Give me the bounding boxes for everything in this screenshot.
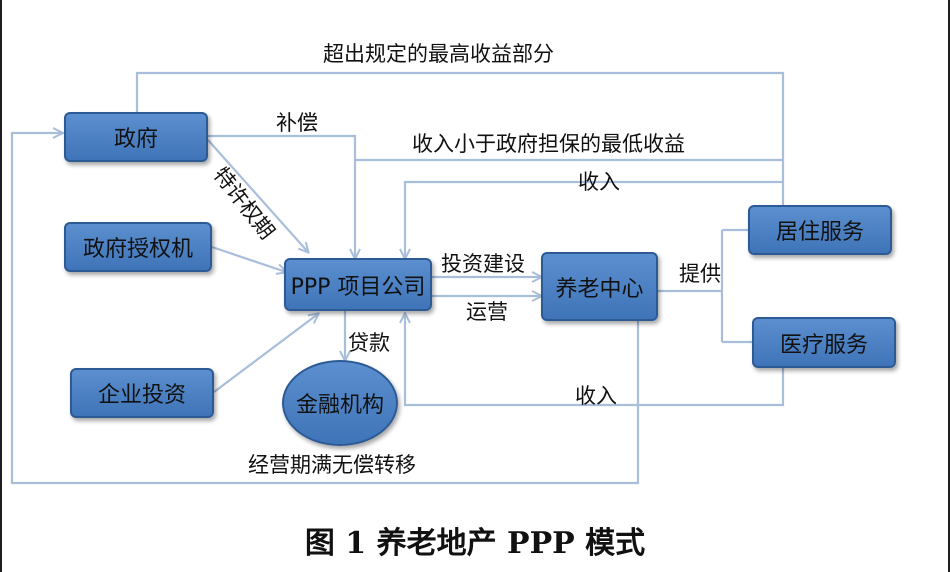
income-top-text: 收入 [578, 170, 620, 194]
income-top-line [405, 180, 783, 258]
government-label: 政府 [113, 127, 158, 152]
residential-node: 居住服务 [748, 205, 892, 255]
below-min-return-text: 收入小于政府担保的最低收益 [412, 132, 685, 156]
transfer-line [10, 133, 640, 485]
ppp-company-node: PPP 项目公司 [284, 258, 432, 311]
government-node: 政府 [64, 112, 208, 162]
loan-text: 贷款 [348, 331, 390, 355]
financial-label: 金融机构 [295, 393, 384, 418]
compensation-line [208, 134, 355, 258]
excess-return-line [135, 71, 785, 205]
medical-label: 医疗服务 [779, 332, 868, 358]
provide-line [658, 228, 752, 344]
gov-authority-node: 政府授权机 [64, 222, 212, 272]
connector-lines [10, 71, 785, 485]
medical-node: 医疗服务 [752, 317, 896, 368]
operate-text: 运营 [466, 300, 508, 324]
transfer-text: 经营期满无偿转移 [248, 453, 416, 477]
gov-authority-label: 政府授权机 [82, 237, 193, 262]
income-bottom-text: 收入 [575, 384, 617, 408]
excess-return-text: 超出规定的最高收益部分 [323, 42, 554, 66]
enterprise-label: 企业投资 [97, 383, 186, 408]
enterprise-line [213, 314, 318, 393]
figure-caption: 图 1 养老地产 PPP 模式 [304, 526, 646, 561]
invest-build-text: 投资建设 [441, 252, 525, 276]
residential-label: 居住服务 [775, 220, 864, 245]
franchise-line [207, 139, 308, 252]
elderly-center-label: 养老中心 [555, 276, 644, 302]
provide-text: 提供 [679, 262, 721, 286]
elderly-center-node: 养老中心 [541, 252, 658, 321]
financial-node: 金融机构 [282, 360, 398, 446]
income-bottom-line [405, 314, 785, 407]
authority-line [211, 245, 286, 272]
enterprise-node: 企业投资 [70, 368, 214, 418]
ppp-company-label: PPP 项目公司 [290, 274, 426, 300]
compensation-text: 补偿 [276, 111, 318, 135]
